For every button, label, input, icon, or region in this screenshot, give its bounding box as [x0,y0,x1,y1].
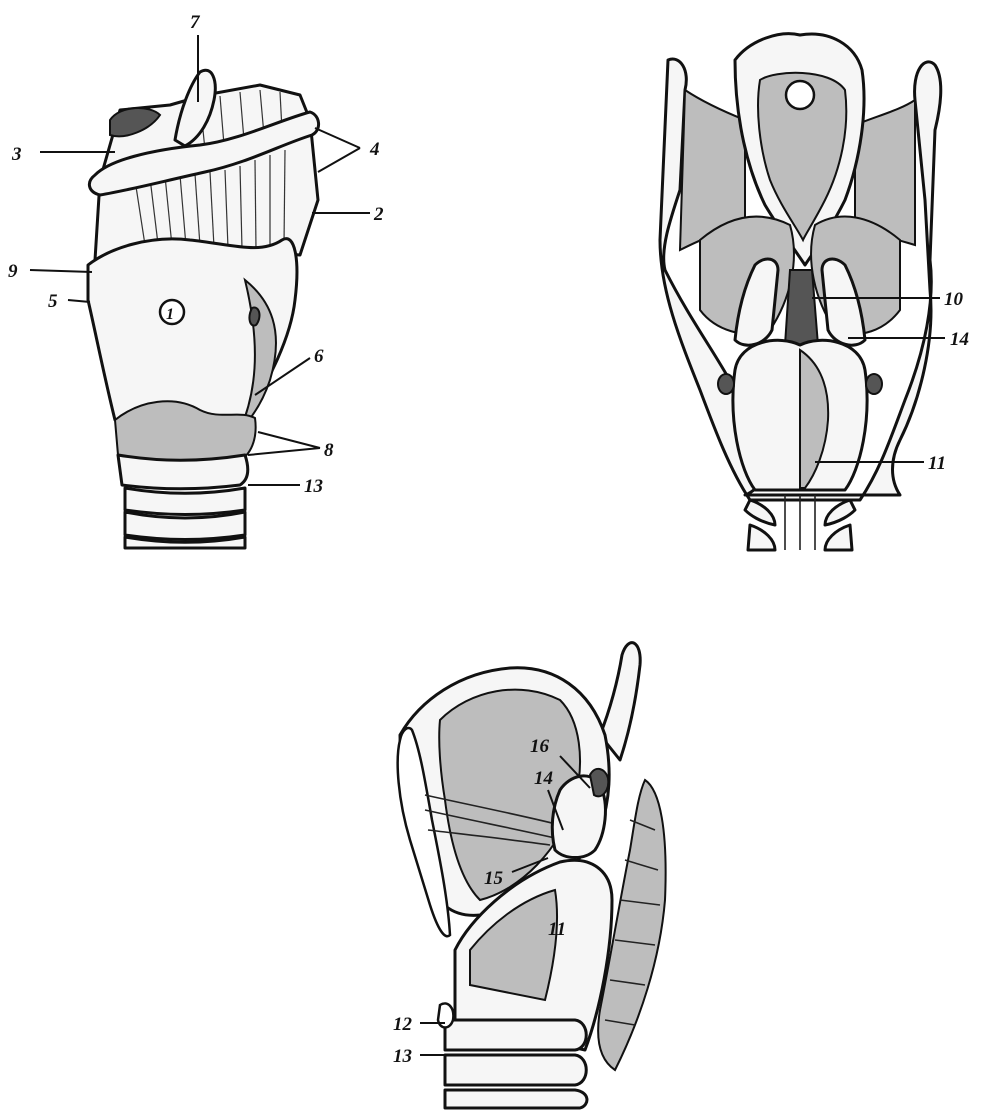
trachea-posterior-right-2 [825,525,852,550]
label-13-front: 13 [304,476,323,497]
label-2: 2 [373,204,384,225]
corniculate-cartilage [590,769,608,796]
label-9: 9 [8,261,18,282]
label-14-back: 14 [950,329,969,350]
label-11-side: 11 [548,919,566,940]
leader-9 [30,270,92,272]
leader-8a [258,432,320,448]
label-15: 15 [484,868,504,889]
label-1: 1 [166,306,174,323]
back-view: 10 14 11 [660,34,969,550]
label-13-side: 13 [393,1046,412,1067]
label-12: 12 [393,1014,413,1035]
leader-8b [248,448,320,455]
glottis [785,270,818,345]
front-view: 7 3 4 2 9 5 1 6 8 13 [8,12,384,548]
label-14-side: 14 [534,768,553,789]
leader-4a [315,128,360,148]
label-4: 4 [369,139,380,160]
label-6: 6 [314,346,324,367]
side-view: 16 14 15 11 12 13 [393,643,666,1108]
trachea-posterior-right [825,500,855,525]
cricoarytenoid-joint-right [866,374,882,394]
label-3: 3 [11,144,22,165]
trachea-membranous-wall [785,495,815,550]
trachea-posterior-left [745,500,775,525]
cricoarytenoid-joint-left [718,374,734,394]
trachea-lateral-ring-2 [445,1055,586,1085]
trachea-posterior-left-2 [748,525,775,550]
superior-thyroid-tubercle [249,308,259,326]
label-11-back: 11 [928,453,946,474]
trachea-lateral-ring-3 [445,1090,587,1108]
trachea-ring-1 [125,488,245,515]
epiglottis-foramen [786,81,814,109]
label-8: 8 [324,440,334,461]
label-16: 16 [530,736,550,757]
label-10: 10 [944,289,964,310]
label-7: 7 [190,12,201,33]
trachea-lateral-ring-1 [445,1020,586,1050]
cricoid-cartilage [118,455,248,489]
trachea-ring-2 [125,512,245,540]
leader-4b [318,148,360,172]
label-5: 5 [48,291,58,312]
